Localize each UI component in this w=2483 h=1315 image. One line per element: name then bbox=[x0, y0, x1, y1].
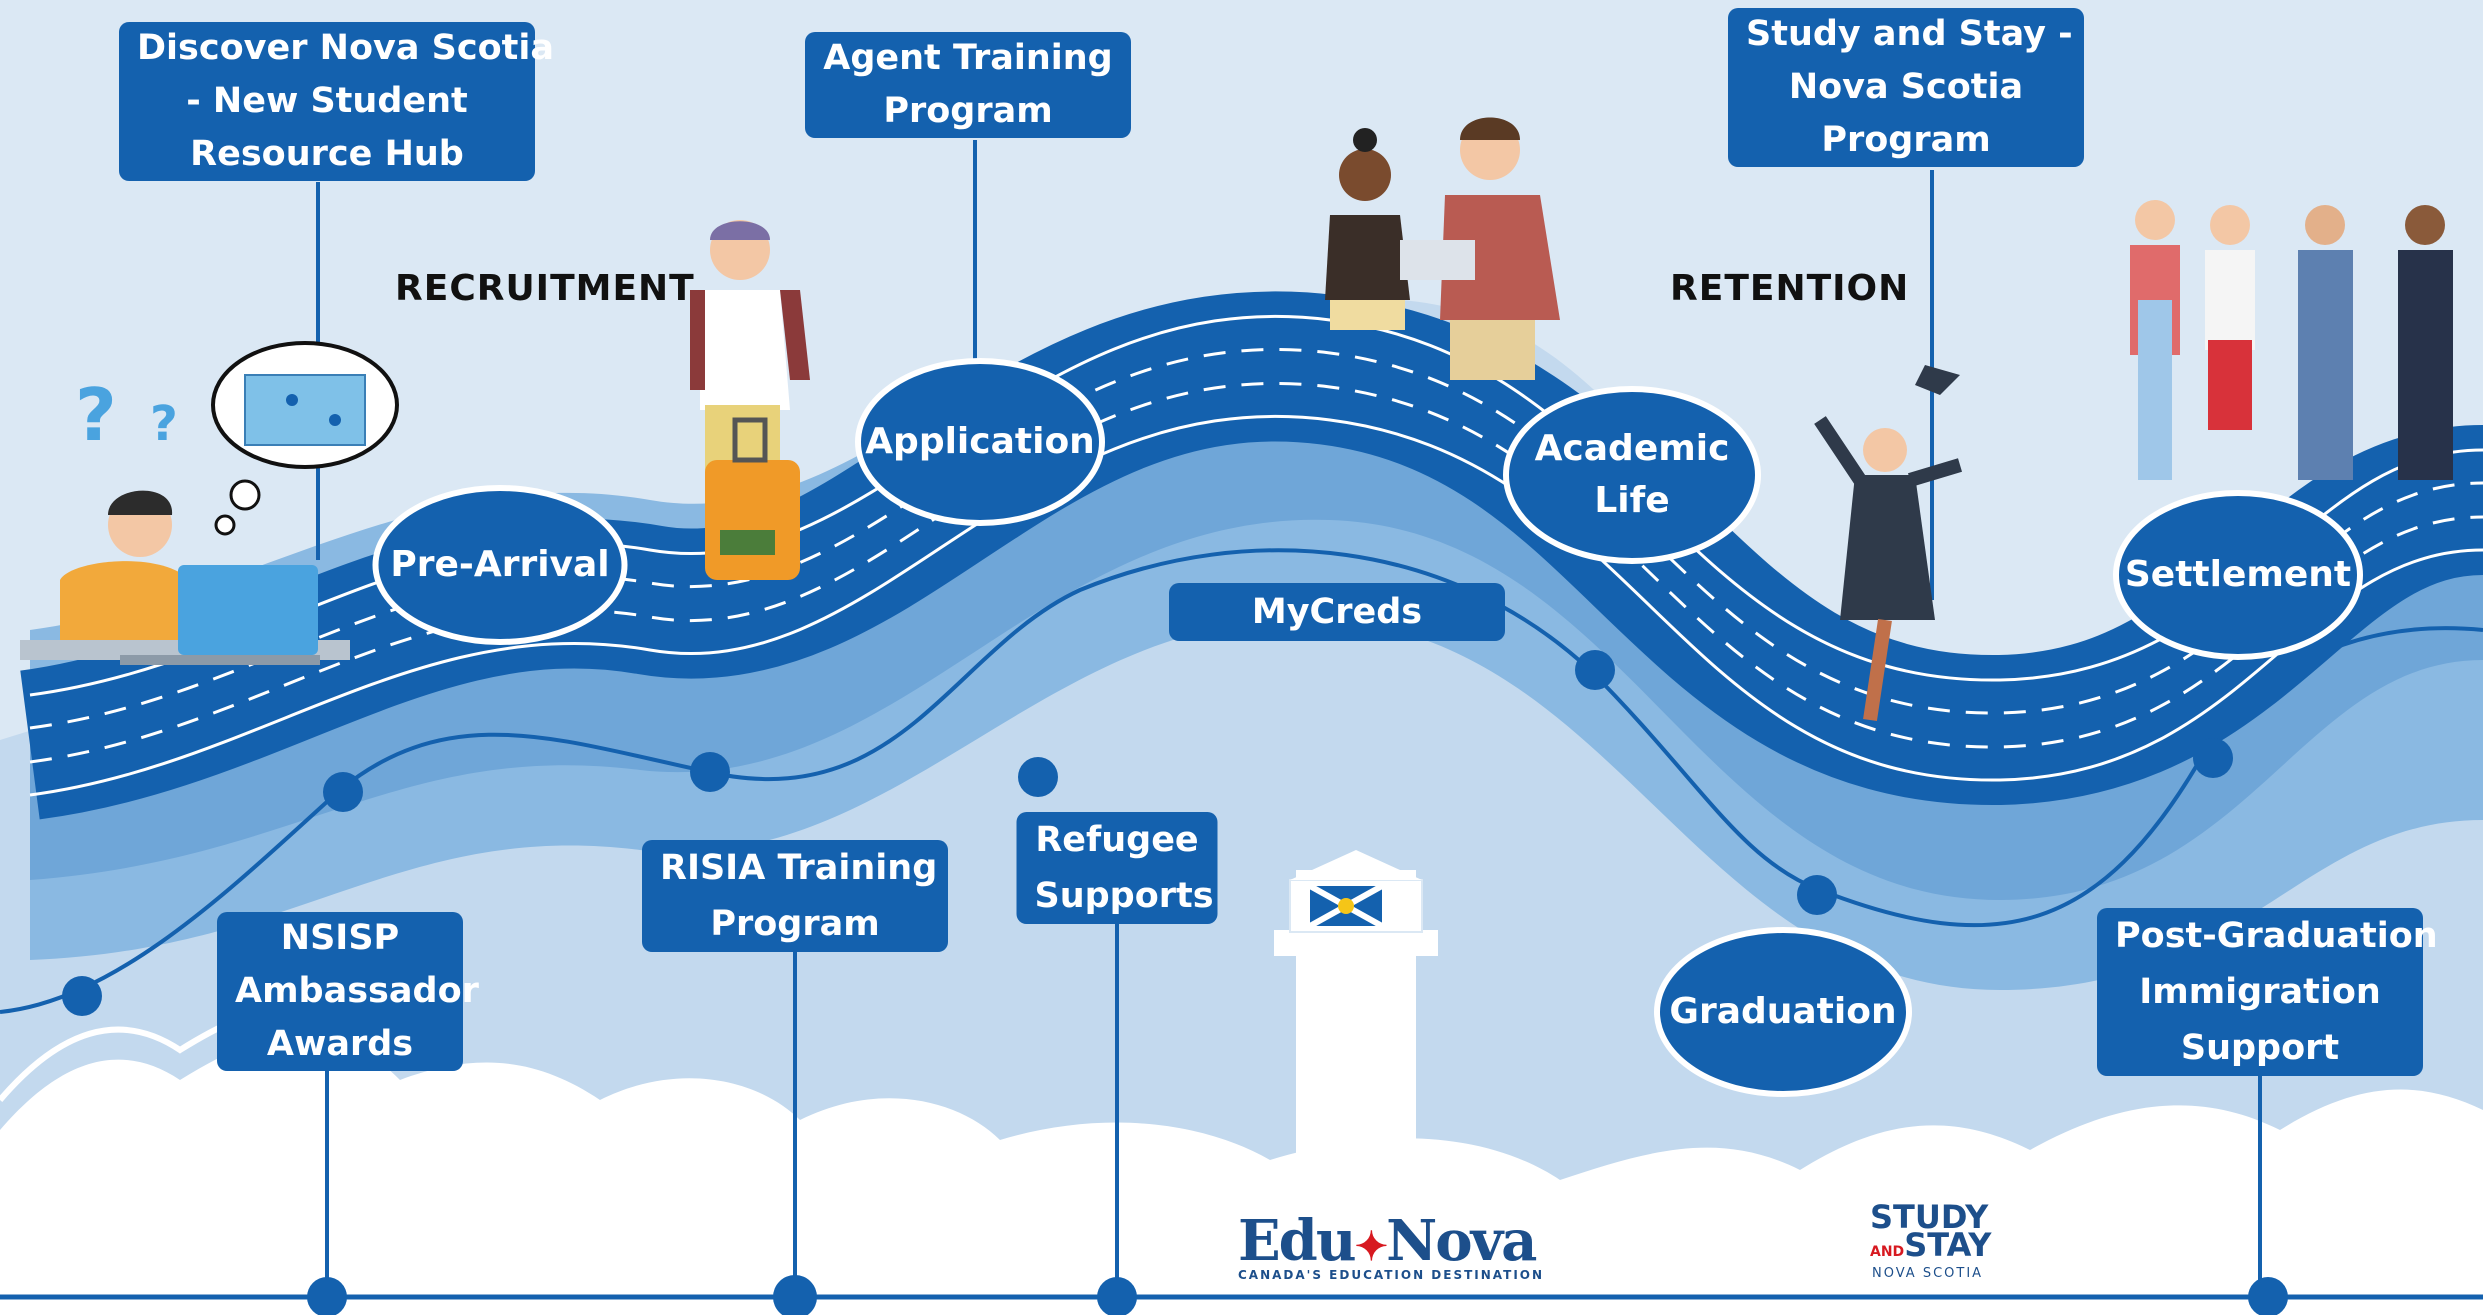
curve-dot-2 bbox=[323, 772, 363, 812]
phase-retention: RETENTION bbox=[1670, 268, 1910, 309]
baseline-dot-pgis bbox=[2248, 1277, 2288, 1315]
traveler-suitcase-illustration bbox=[690, 220, 810, 580]
edunova-logo: Edu✦Nova bbox=[1238, 1208, 1537, 1274]
tag-study-and-stay[interactable]: Study and Stay - Nova Scotia Program bbox=[1728, 8, 2084, 167]
tag-line: RISIA Training bbox=[660, 848, 938, 888]
step-graduation[interactable]: Graduation bbox=[1654, 927, 1912, 1097]
tag-line: Study and Stay - bbox=[1746, 14, 2073, 54]
curve-dot-7 bbox=[2193, 738, 2233, 778]
tag-line: Ambassador bbox=[235, 971, 479, 1011]
tag-line: Immigration bbox=[2139, 972, 2381, 1012]
tag-line: Agent Training bbox=[823, 38, 1113, 78]
road-edge-bottom bbox=[29, 414, 2483, 797]
tag-post-graduation-immigration-support[interactable]: Post-Graduation Immigration Support bbox=[2097, 908, 2438, 1076]
lighthouse-icon bbox=[1274, 850, 1438, 1230]
graduate-illustration bbox=[1814, 365, 1963, 722]
study-logo-line1: STUDY bbox=[1870, 1198, 1989, 1236]
timeline-curve bbox=[0, 548, 2483, 1014]
tag-line: Post-Graduation bbox=[2115, 916, 2438, 956]
tag-line: Discover Nova Scotia bbox=[137, 28, 554, 68]
workers-illustration bbox=[2130, 200, 2453, 480]
thought-bubble-map-icon bbox=[211, 341, 399, 536]
tag-line: - New Student bbox=[186, 81, 468, 121]
two-students-illustration bbox=[1325, 117, 1560, 380]
tag-refugee-supports[interactable]: Refugee Supports bbox=[1016, 812, 1218, 924]
step-application[interactable]: Application bbox=[855, 358, 1105, 526]
study-logo-line2: STAY bbox=[1904, 1226, 1992, 1264]
student-laptop-illustration bbox=[20, 490, 350, 665]
step-line: Academic bbox=[1534, 428, 1730, 469]
svg-text:?: ? bbox=[75, 373, 117, 457]
edunova-right: Nova bbox=[1386, 1208, 1537, 1274]
baseline-dot-refugee bbox=[1097, 1277, 1137, 1315]
tag-risia-training-program[interactable]: RISIA Training Program bbox=[642, 840, 948, 952]
study-logo-subtitle: NOVA SCOTIA bbox=[1872, 1266, 1984, 1281]
tag-line: Nova Scotia bbox=[1788, 67, 2024, 107]
tag-line: Resource Hub bbox=[190, 134, 464, 174]
edunova-tagline: CANADA'S EDUCATION DESTINATION bbox=[1238, 1268, 1545, 1282]
maple-leaf-icon: ✦ bbox=[1354, 1223, 1388, 1270]
curve-dot-5 bbox=[1575, 650, 1615, 690]
study-logo-and: AND bbox=[1870, 1244, 1905, 1260]
phase-recruitment: RECRUITMENT bbox=[395, 268, 695, 309]
baseline-dot-nsisp bbox=[307, 1277, 347, 1315]
curve-dot-6 bbox=[1797, 875, 1837, 915]
curve-dot-4 bbox=[1018, 757, 1058, 797]
white-clouds bbox=[0, 1034, 2483, 1315]
step-pre-arrival[interactable]: Pre-Arrival bbox=[372, 485, 628, 645]
svg-text:?: ? bbox=[150, 396, 178, 452]
curve-dot-1 bbox=[62, 976, 102, 1016]
tag-agent-training-program[interactable]: Agent Training Program bbox=[805, 32, 1131, 138]
tag-line: Program bbox=[1821, 120, 1991, 160]
tag-discover-nova-scotia[interactable]: Discover Nova Scotia - New Student Resou… bbox=[119, 22, 554, 181]
question-marks-icon: ? ? bbox=[75, 373, 178, 457]
curve-dot-3 bbox=[690, 752, 730, 792]
step-line: Life bbox=[1594, 480, 1670, 521]
tag-line: Program bbox=[883, 91, 1053, 131]
tag-line: NSISP bbox=[280, 918, 400, 958]
step-academic-life[interactable]: Academic Life bbox=[1503, 386, 1761, 564]
tag-line: Refugee bbox=[1035, 820, 1199, 860]
study-and-stay-logo: STUDY ANDSTAY bbox=[1870, 1198, 1992, 1266]
tag-nsisp-ambassador-awards[interactable]: NSISP Ambassador Awards bbox=[217, 912, 479, 1071]
step-settlement[interactable]: Settlement bbox=[2113, 490, 2363, 660]
tag-line: Program bbox=[710, 904, 880, 944]
edunova-left: Edu bbox=[1238, 1208, 1357, 1274]
tag-line: Supports bbox=[1034, 876, 1214, 916]
baseline-dot-risia bbox=[773, 1275, 817, 1315]
tag-line: Support bbox=[2180, 1028, 2340, 1068]
tag-mycreds[interactable]: MyCreds bbox=[1169, 583, 1505, 641]
tag-line: Awards bbox=[266, 1024, 414, 1064]
